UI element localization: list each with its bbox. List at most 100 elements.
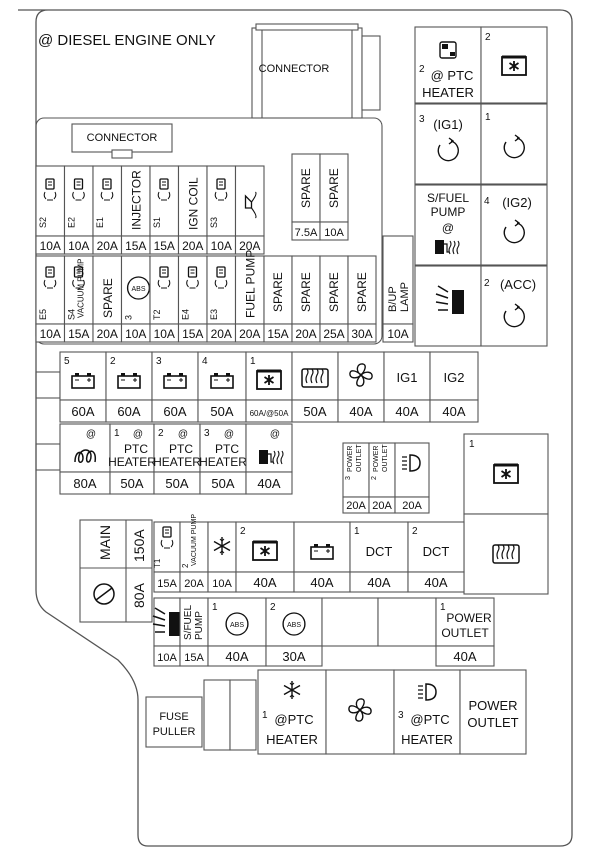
- fuse-num: 2: [158, 428, 164, 439]
- svg-text:POWER: POWER: [347, 446, 354, 472]
- bup-label: B/UP: [387, 286, 399, 312]
- svg-text:POWER: POWER: [468, 698, 517, 713]
- fuse-num: 1: [212, 602, 218, 613]
- svg-text:2: 2: [371, 476, 378, 480]
- svg-text:1: 1: [469, 439, 475, 450]
- at-mark: @: [86, 429, 96, 440]
- fuse-label: IG2: [444, 370, 465, 385]
- fuse-amp: 40A: [253, 575, 276, 590]
- fuse-amp: 15A: [182, 327, 203, 341]
- relay-blower-1: 1: [463, 433, 549, 515]
- fuse-label: POWER: [446, 611, 492, 625]
- fuse-amp: 40A: [453, 649, 476, 664]
- fuse-r6-5: [377, 597, 437, 647]
- relay-ig1: 3 (IG1): [414, 103, 482, 185]
- mini-fuse-r1-7: 20A: [234, 165, 265, 255]
- fuse-amp: 40A: [424, 575, 447, 590]
- svg-text:OUTLET: OUTLET: [467, 715, 518, 730]
- fuse-puller[interactable]: FUSE PULLER: [145, 696, 203, 748]
- fuse-amp: 20A: [239, 327, 260, 341]
- fuse-amp: 30A: [282, 649, 305, 664]
- svg-text:3: 3: [398, 710, 404, 721]
- svg-text:(ACC): (ACC): [500, 277, 536, 292]
- mini-fuse-r1-3: INJECTOR 15A: [120, 165, 151, 255]
- fuse-num: 1: [250, 356, 256, 367]
- fuse-row-4: @80A1@PTCHEATER50A2@PTCHEATER50A3@PTCHEA…: [59, 423, 293, 495]
- connector-top-label: CONNECTOR: [259, 63, 330, 75]
- svg-text:HEATER: HEATER: [266, 732, 318, 747]
- fuse-r3-8: IG2 40A: [429, 351, 479, 423]
- svg-text:FUSE: FUSE: [159, 711, 188, 723]
- fuse-amp: 30A: [351, 327, 372, 341]
- relay-ptc-heater-2: 2 @ PTC HEATER: [414, 26, 482, 104]
- fuse-amp: 20A: [239, 239, 260, 253]
- svg-text:@: @: [442, 221, 454, 235]
- fuse-num: 2: [240, 526, 246, 537]
- fuse-num: 2: [110, 356, 116, 367]
- fuse-amp: 10A: [154, 327, 175, 341]
- fuse-amp: 20A: [97, 327, 118, 341]
- relay-tail-lamp: [414, 265, 482, 347]
- relay-power-outlet: POWER OUTLET: [459, 669, 527, 755]
- fuse-code: S3: [209, 217, 219, 228]
- fuse-r4-0: @80A: [59, 423, 111, 495]
- fuse-amp: 40A: [310, 575, 333, 590]
- svg-text:@ PTC: @ PTC: [431, 68, 474, 83]
- relay-ptc-heater-3: 3 @PTC HEATER: [393, 669, 461, 755]
- fuse-r5-2: 10A: [207, 521, 237, 593]
- fuse-r6-0: [152, 597, 182, 667]
- svg-text:4: 4: [484, 196, 490, 207]
- fuse-r5-4: 40A: [293, 521, 351, 593]
- fuse-label: OUTLET: [441, 626, 489, 640]
- fuse-label: S/FUEL: [183, 605, 194, 640]
- fuse-label: HEATER: [153, 455, 201, 469]
- fuse-amp: 20A: [295, 327, 316, 341]
- fuse-amp: 15A: [184, 652, 204, 664]
- at-mark: @: [178, 429, 188, 440]
- fuse-code: E5: [38, 309, 48, 320]
- fuse-amp: 50A: [211, 476, 234, 491]
- fuse-num: 4: [202, 356, 208, 367]
- fuse-amp: 50A: [165, 476, 188, 491]
- relay-1: 1: [480, 103, 548, 185]
- connector-mid: CONNECTOR: [71, 123, 173, 159]
- fuse-amp: 15A: [125, 239, 146, 253]
- fuse-num: 3: [156, 356, 162, 367]
- fuse-label: VACUUM PUMP: [77, 259, 86, 318]
- fuse-amp: 40A: [442, 404, 465, 419]
- fuse-amp: 40A: [349, 404, 372, 419]
- fuse-r3-6: 40A: [337, 351, 385, 423]
- fuse-code: S4: [67, 309, 77, 320]
- fuse-code: E3: [209, 309, 219, 320]
- fuse-num: 5: [64, 356, 70, 367]
- spare-label: SPARE: [327, 272, 341, 312]
- svg-text:20A: 20A: [372, 500, 392, 512]
- at-mark: @: [224, 429, 234, 440]
- fuse-label: PUMP: [194, 611, 205, 640]
- svg-text:OUTLET: OUTLET: [382, 444, 389, 472]
- fuse-r6-4: [321, 597, 379, 647]
- fuse-box-outline: [18, 9, 573, 847]
- fuse-amp: 10A: [40, 239, 61, 253]
- svg-text:MAIN: MAIN: [97, 525, 113, 560]
- fuse-label: IGN COIL: [187, 177, 201, 230]
- relay-ig2: 4 (IG2): [480, 184, 548, 266]
- fuse-label: INJECTOR: [130, 170, 144, 230]
- fuse-code: E2: [67, 217, 77, 228]
- row4-tab: [35, 443, 61, 471]
